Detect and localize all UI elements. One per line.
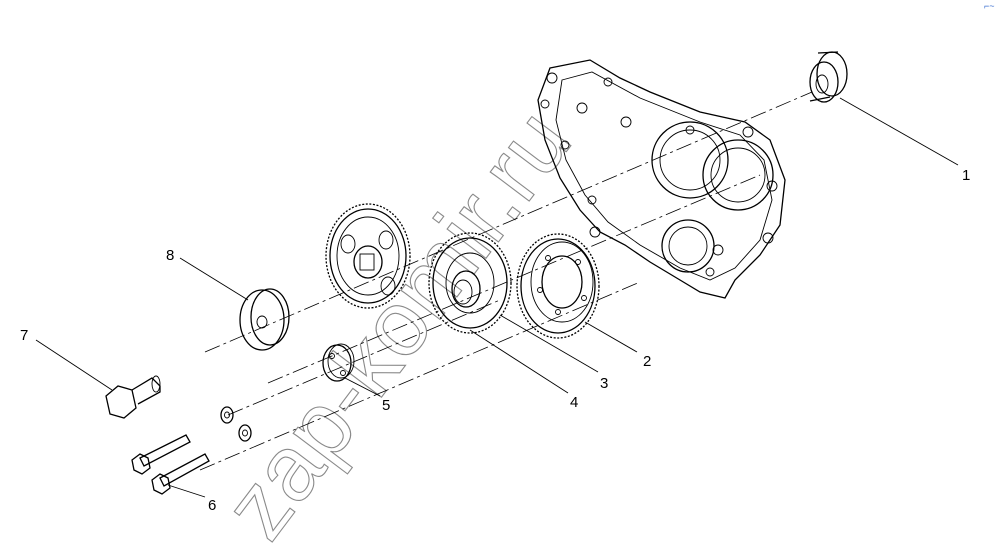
- callout-5: 5: [382, 397, 390, 414]
- callout-3: 3: [600, 375, 608, 392]
- part-3-gear: [428, 232, 512, 334]
- large-gear: [325, 203, 411, 309]
- small-washers: [220, 406, 252, 442]
- gear-housing: [537, 59, 786, 299]
- callout-4: 4: [570, 394, 578, 411]
- leader-lines: [35, 97, 959, 498]
- callout-8: 8: [166, 247, 174, 264]
- part-2-gear: [516, 233, 600, 339]
- callout-6: 6: [208, 497, 216, 514]
- watermark-text: zap-komir.ru: [205, 91, 591, 547]
- callout-2: 2: [643, 353, 651, 370]
- callout-1: 1: [962, 167, 970, 184]
- callouts: 1 2 3 4 5 6 7 8: [20, 167, 970, 514]
- part-1-cap: [809, 51, 848, 103]
- part-5-plate: [322, 343, 355, 382]
- part-8-washer: [239, 288, 290, 351]
- part-7-bolt: [105, 375, 161, 419]
- callout-7: 7: [20, 327, 28, 344]
- corner-mark: ⌐~: [984, 1, 995, 11]
- part-6-bolts: [131, 434, 210, 495]
